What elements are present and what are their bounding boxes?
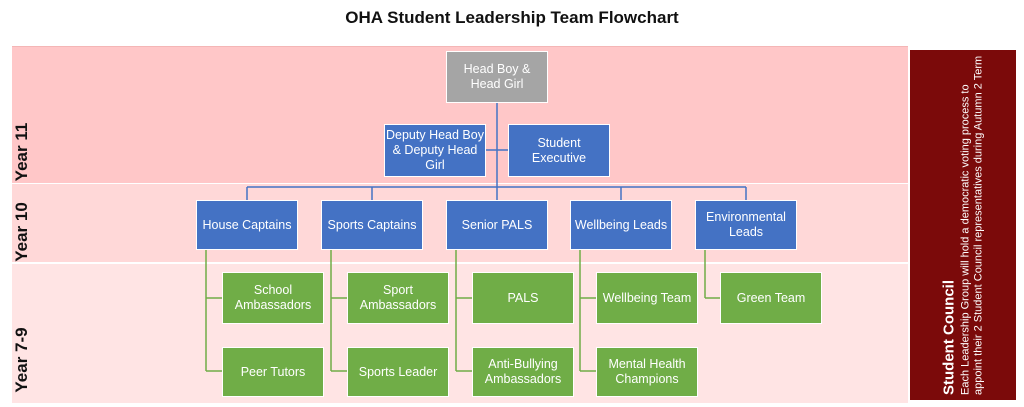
student-executive-box: Student Executive: [508, 124, 610, 177]
page-title: OHA Student Leadership Team Flowchart: [345, 8, 679, 27]
school-ambassadors-box: School Ambassadors: [222, 272, 324, 324]
pals-box: PALS: [472, 272, 574, 324]
senior-pals-box: Senior PALS: [446, 200, 548, 250]
sport-ambassadors-box: Sport Ambassadors: [347, 272, 449, 324]
student-council-panel: Student Council Each Leadership Group wi…: [910, 50, 1016, 400]
deputy-head-box: Deputy Head Boy & Deputy Head Girl: [384, 124, 486, 177]
environmental-leads-box: Environmental Leads: [695, 200, 797, 250]
mental-health-champions-box: Mental Health Champions: [596, 347, 698, 397]
peer-tutors-box: Peer Tutors: [222, 347, 324, 397]
wellbeing-team-box: Wellbeing Team: [596, 272, 698, 324]
head-boy-head-girl-box: Head Boy & Head Girl: [446, 51, 548, 103]
green-team-box: Green Team: [720, 272, 822, 324]
sports-leader-box: Sports Leader: [347, 347, 449, 397]
student-council-title: Student Council: [940, 280, 958, 395]
student-council-description: Each Leadership Group will hold a democr…: [959, 55, 985, 395]
wellbeing-leads-box: Wellbeing Leads: [570, 200, 672, 250]
sports-captains-box: Sports Captains: [321, 200, 423, 250]
house-captains-box: House Captains: [196, 200, 298, 250]
student-council-content: Student Council Each Leadership Group wi…: [941, 55, 986, 395]
anti-bullying-ambassadors-box: Anti-Bullying Ambassadors: [472, 347, 574, 397]
